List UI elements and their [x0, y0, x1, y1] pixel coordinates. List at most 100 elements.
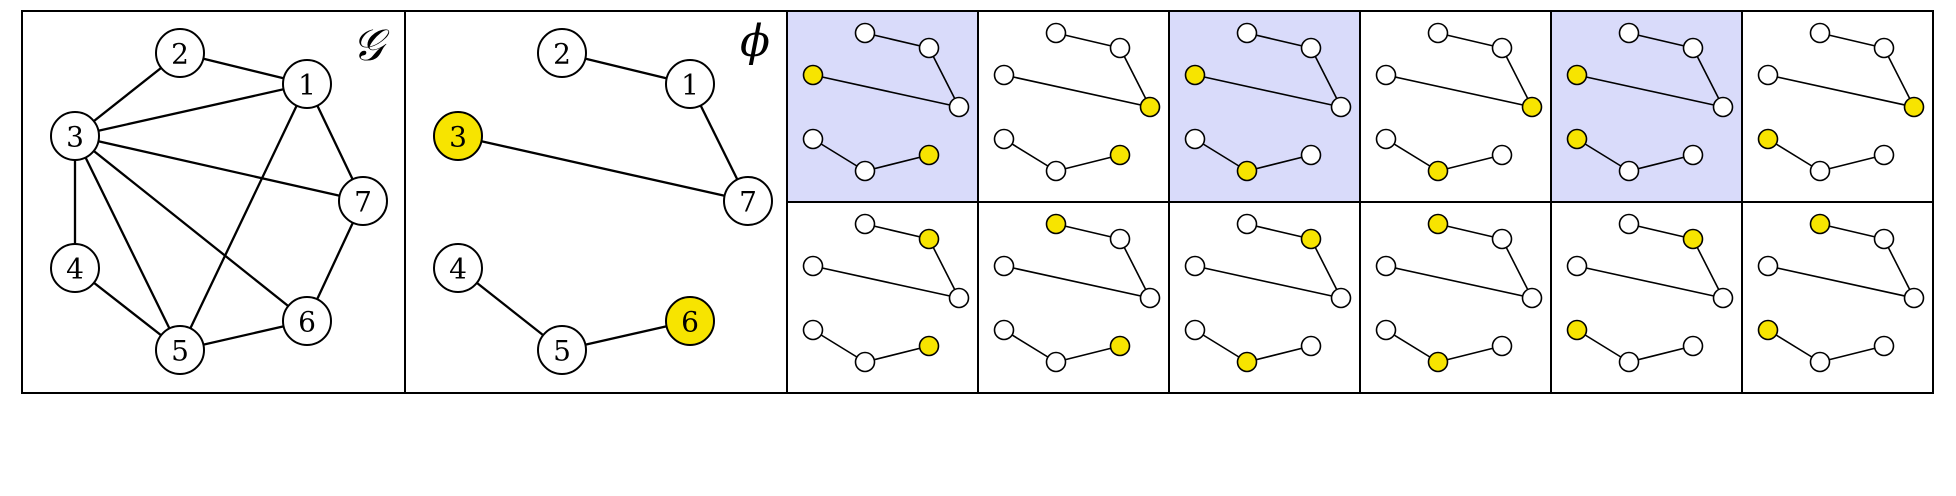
node: [1300, 144, 1322, 166]
cell-edge: [1692, 47, 1724, 108]
highlighted-node: [1184, 64, 1206, 86]
graph-node: 6: [282, 296, 332, 346]
node: [1491, 37, 1513, 59]
cell-edge: [864, 154, 930, 172]
node: [1873, 37, 1895, 59]
embedding-cell: [1359, 10, 1552, 203]
node: [1757, 255, 1779, 277]
node: [1330, 287, 1352, 309]
node-label: 3: [449, 121, 467, 154]
node: [1109, 37, 1131, 59]
node-label: 7: [739, 186, 757, 219]
node: [1903, 287, 1925, 309]
highlighted-node: [1139, 96, 1161, 118]
cell-edge: [1055, 154, 1121, 172]
highlighted-node: [1427, 213, 1449, 235]
cell-edge: [1628, 345, 1694, 363]
graph-node: 7: [338, 176, 388, 226]
cell-edge: [1385, 74, 1533, 108]
node: [918, 37, 940, 59]
graph-title: 𝒢: [352, 20, 390, 71]
node: [1375, 128, 1397, 150]
node-label: 2: [553, 38, 571, 71]
embedding-cell: [977, 201, 1170, 394]
node: [993, 128, 1015, 150]
cell-edge: [812, 74, 960, 108]
node-label: 6: [298, 306, 316, 339]
node: [1682, 335, 1704, 357]
cell-edge: [1501, 238, 1533, 299]
node: [854, 351, 876, 373]
node-label: 4: [449, 253, 467, 286]
cell-edge: [1003, 265, 1151, 299]
cell-edge: [1576, 74, 1724, 108]
cell-edge: [1437, 32, 1503, 49]
highlighted-node: [1566, 64, 1588, 86]
node: [1045, 351, 1067, 373]
highlighted-node: [918, 228, 940, 250]
node: [1375, 319, 1397, 341]
node: [1184, 319, 1206, 341]
highlighted-node: [1809, 213, 1831, 235]
graph-node: 2: [155, 28, 205, 78]
phi-node: 7: [723, 176, 773, 226]
phi-title: ϕ: [740, 16, 770, 67]
cell-edge: [1819, 345, 1885, 363]
cell-edge: [928, 238, 960, 299]
highlighted-node: [1045, 213, 1067, 235]
node: [1375, 64, 1397, 86]
node: [1184, 255, 1206, 277]
node: [1618, 351, 1640, 373]
node: [1618, 22, 1640, 44]
node: [1236, 22, 1258, 44]
highlighted-node: [1566, 128, 1588, 150]
cell-edge: [1437, 345, 1503, 363]
cell-edge: [1819, 32, 1885, 49]
phi-node: 2: [537, 28, 587, 78]
embedding-cell: [977, 10, 1170, 203]
cell-edge: [1055, 345, 1121, 363]
node: [1566, 255, 1588, 277]
cell-border: [1741, 201, 1934, 394]
cell-edge: [1628, 154, 1694, 172]
selected-cell-background: [787, 11, 978, 202]
node: [1375, 255, 1397, 277]
node: [1757, 64, 1779, 86]
cell-edge: [1819, 223, 1885, 240]
node: [1809, 22, 1831, 44]
node: [1300, 37, 1322, 59]
node: [1809, 351, 1831, 373]
node: [1109, 228, 1131, 250]
embedding-cell: [1359, 201, 1552, 394]
cell-edge: [1692, 238, 1724, 299]
node: [1491, 144, 1513, 166]
node: [1873, 228, 1895, 250]
highlighted-node: [1521, 96, 1543, 118]
selected-cell-background: [1169, 11, 1360, 202]
graph-node: 1: [282, 59, 332, 109]
highlighted-node: [1427, 160, 1449, 182]
node: [802, 319, 824, 341]
embedding-cell: [1550, 10, 1743, 203]
embedding-cell: [1550, 201, 1743, 394]
cell-edge: [1119, 47, 1151, 108]
node: [1184, 128, 1206, 150]
cell-edge: [1246, 223, 1312, 240]
node: [1045, 22, 1067, 44]
cell-edge: [1119, 238, 1151, 299]
node: [1873, 144, 1895, 166]
node: [854, 213, 876, 235]
cell-edge: [1194, 74, 1342, 108]
highlighted-node: [1903, 96, 1925, 118]
node: [1873, 335, 1895, 357]
cell-edge: [1437, 223, 1503, 240]
cell-edge: [1628, 32, 1694, 49]
highlighted-node: [1109, 335, 1131, 357]
node: [1236, 213, 1258, 235]
node: [1712, 96, 1734, 118]
cell-edge: [928, 47, 960, 108]
node: [1491, 228, 1513, 250]
node: [993, 64, 1015, 86]
cell-edge: [1194, 265, 1342, 299]
node: [948, 287, 970, 309]
